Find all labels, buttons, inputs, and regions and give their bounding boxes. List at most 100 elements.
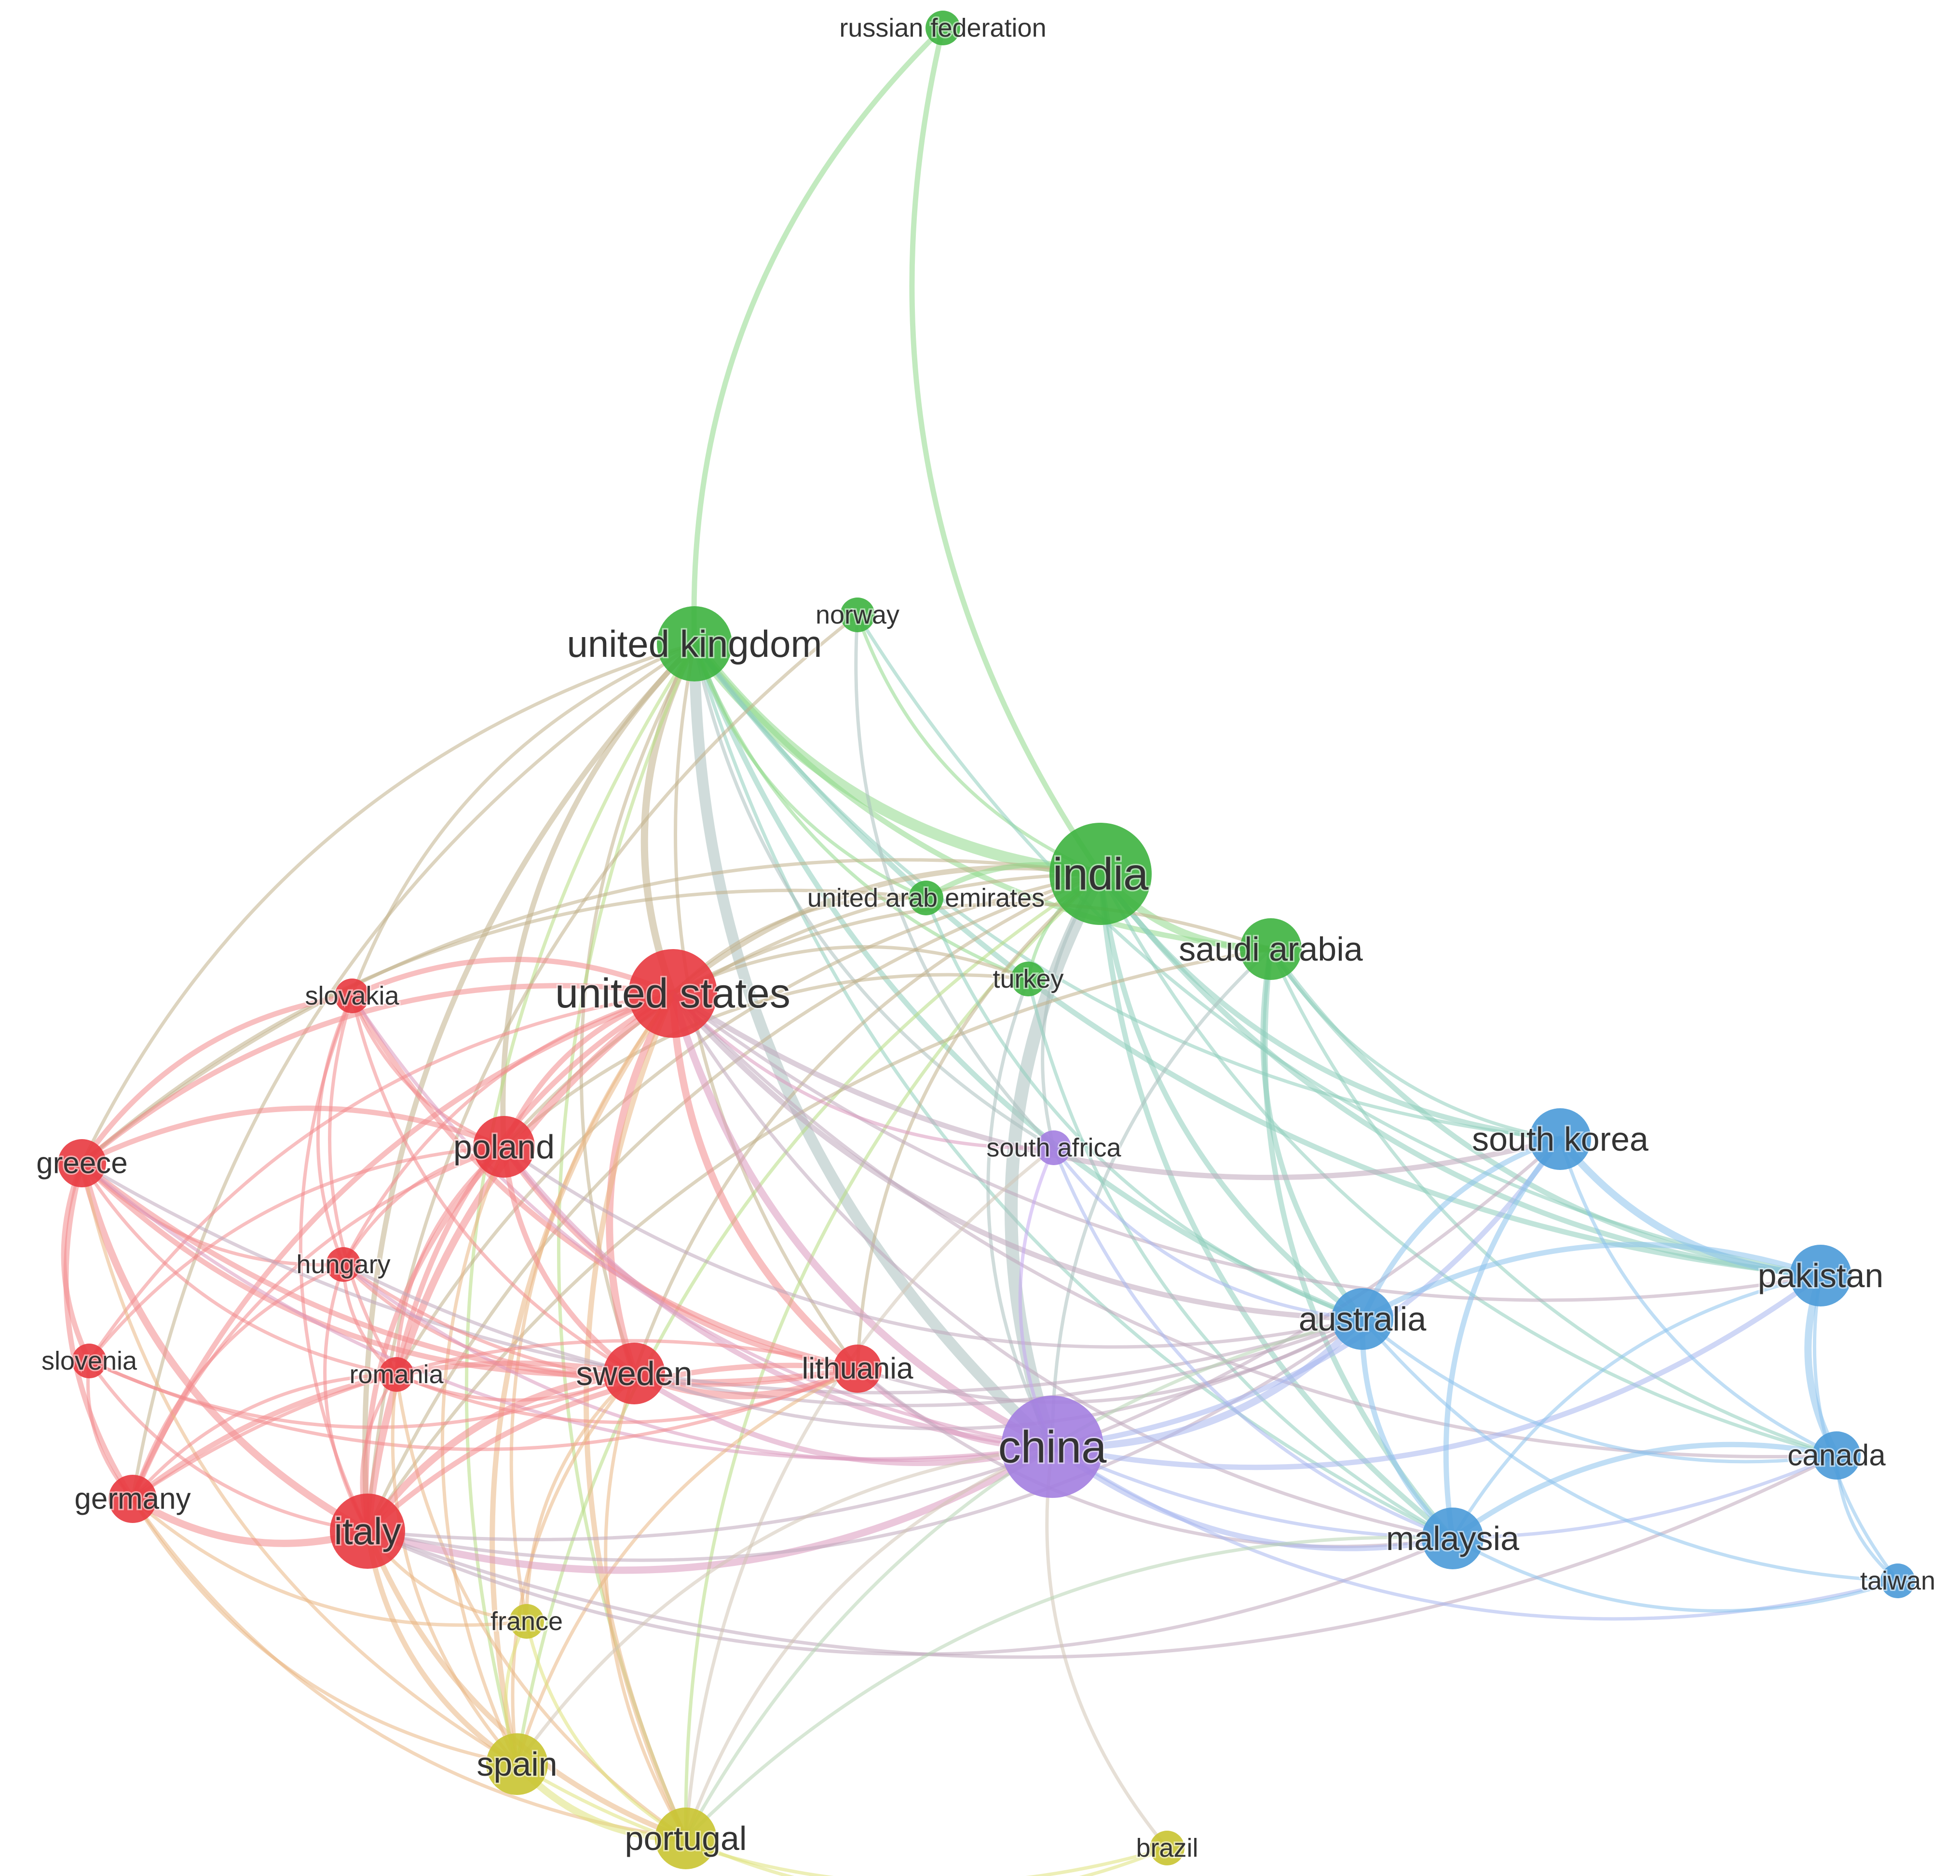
edge-saudi_arabia-south_korea: [1269, 947, 1562, 1141]
edge-united_states-lithuania: [669, 990, 861, 1373]
edge-hungary-italy: [323, 1263, 369, 1533]
node-russian-federation[interactable]: [926, 11, 960, 45]
edge-china-spain: [515, 1445, 1054, 1766]
node-poland[interactable]: [473, 1116, 535, 1178]
node-italy[interactable]: [330, 1494, 405, 1569]
edge-united_states-portugal: [584, 991, 689, 1841]
edge-poland-australia: [502, 1145, 1364, 1349]
edge-poland-germany: [131, 1145, 506, 1501]
label-sweden: sweden: [576, 1355, 692, 1392]
edge-china-pakistan: [1049, 1273, 1824, 1470]
edge-australia-canada: [1361, 1317, 1838, 1464]
edge-canada-malaysia: [1450, 1441, 1839, 1541]
node-australia[interactable]: [1332, 1288, 1393, 1350]
edge-united_kingdom-spain: [464, 642, 696, 1766]
node-hungary[interactable]: [326, 1247, 361, 1282]
edge-south_africa-portugal: [684, 1146, 1056, 1840]
edge-poland-italy: [363, 1144, 507, 1534]
edge-malaysia-portugal: [684, 1536, 1455, 1840]
node-india[interactable]: [1049, 823, 1152, 925]
edge-russian_federation-united_kingdom: [691, 25, 946, 647]
edge-sweden-france: [525, 1372, 636, 1623]
edge-slovenia-italy: [87, 1359, 369, 1533]
node-slovakia[interactable]: [335, 979, 369, 1013]
edge-pakistan-malaysia: [1451, 1274, 1823, 1540]
edge-france-portugal: [525, 1619, 688, 1840]
edge-slovakia-lithuania: [349, 993, 860, 1372]
label-lithuania: lithuania: [802, 1352, 913, 1386]
edge-saudi_arabia-china: [1050, 947, 1273, 1449]
edge-slovakia-greece: [79, 993, 355, 1166]
node-united-states[interactable]: [628, 949, 717, 1038]
edge-greece-australia: [80, 1161, 1364, 1395]
edge-spain-brazil: [515, 1762, 1169, 1876]
edge-united_kingdom-south_korea: [693, 642, 1562, 1141]
node-france[interactable]: [509, 1604, 544, 1639]
label-slovenia: slovenia: [41, 1346, 137, 1375]
node-taiwan[interactable]: [1880, 1563, 1915, 1598]
edge-china-australia: [1048, 1315, 1366, 1451]
node-greece[interactable]: [58, 1139, 106, 1187]
node-slovenia[interactable]: [72, 1344, 107, 1378]
edge-greece-italy: [78, 1159, 371, 1535]
node-sweden[interactable]: [603, 1343, 665, 1404]
edge-greece-slovenia: [61, 1160, 92, 1364]
edge-australia-taiwan: [1361, 1317, 1900, 1583]
node-south-africa[interactable]: [1036, 1130, 1071, 1165]
node-south-korea[interactable]: [1529, 1108, 1591, 1170]
label-south-korea: south korea: [1472, 1120, 1648, 1158]
edge-hungary-germany: [131, 1263, 345, 1501]
edge-greece-germany: [63, 1160, 136, 1502]
edge-south_africa-malaysia: [1052, 1146, 1455, 1540]
edge-portugal-brazil: [684, 1836, 1169, 1876]
edge-slovakia-hungary: [316, 994, 354, 1266]
edge-australia-malaysia: [1360, 1316, 1456, 1541]
edge-south_korea-canada: [1558, 1137, 1838, 1457]
node-turkey[interactable]: [1011, 962, 1046, 996]
node-spain[interactable]: [486, 1733, 548, 1795]
node-united-arab-emirates[interactable]: [909, 881, 943, 915]
label-norway: norway: [816, 600, 899, 629]
node-malaysia[interactable]: [1422, 1508, 1484, 1569]
edge-saudi_arabia-australia: [1260, 946, 1365, 1322]
edge-south_korea-pakistan: [1556, 1135, 1824, 1279]
edge-united_kingdom-china: [689, 638, 1058, 1453]
label-portugal: portugal: [625, 1820, 747, 1857]
edge-india-south_korea: [1098, 871, 1563, 1142]
edge-india-greece: [80, 858, 1102, 1165]
label-saudi-arabia: saudi arabia: [1179, 930, 1362, 968]
edge-greece-spain: [80, 1161, 519, 1766]
label-united-states: united states: [555, 970, 790, 1017]
node-portugal[interactable]: [655, 1808, 717, 1869]
node-pakistan[interactable]: [1790, 1245, 1851, 1306]
edge-united_arab_emirates-australia: [924, 896, 1364, 1321]
node-canada[interactable]: [1812, 1431, 1861, 1480]
node-lithuania[interactable]: [833, 1345, 882, 1393]
edge-romania-spain: [391, 1373, 519, 1766]
node-saudi-arabia[interactable]: [1240, 918, 1302, 980]
edge-china-south_korea: [1049, 1136, 1563, 1450]
edge-hungary-lithuania: [341, 1263, 859, 1387]
edge-sweden-italy: [364, 1370, 638, 1535]
node-germany[interactable]: [109, 1475, 157, 1523]
edge-united_states-france: [509, 992, 675, 1623]
edge-saudi_arabia-united_states: [671, 902, 1273, 995]
edge-romania-lithuania: [395, 1367, 859, 1424]
label-brazil: brazil: [1136, 1834, 1198, 1862]
node-romania[interactable]: [379, 1357, 414, 1392]
node-china[interactable]: [1001, 1396, 1103, 1498]
edge-united_kingdom-turkey: [693, 642, 1030, 981]
label-india: india: [1053, 849, 1149, 899]
edge-united_kingdom-australia: [692, 641, 1365, 1322]
node-united-kingdom[interactable]: [657, 606, 732, 681]
edge-united_states-china: [669, 990, 1056, 1451]
label-united-kingdom: united kingdom: [567, 623, 822, 665]
label-italy: italy: [334, 1510, 401, 1552]
node-norway[interactable]: [840, 598, 875, 632]
edge-india-spain: [515, 872, 1102, 1766]
edge-united_states-slovenia: [87, 992, 675, 1363]
edge-poland-lithuania: [501, 1144, 860, 1372]
node-brazil[interactable]: [1150, 1831, 1184, 1865]
